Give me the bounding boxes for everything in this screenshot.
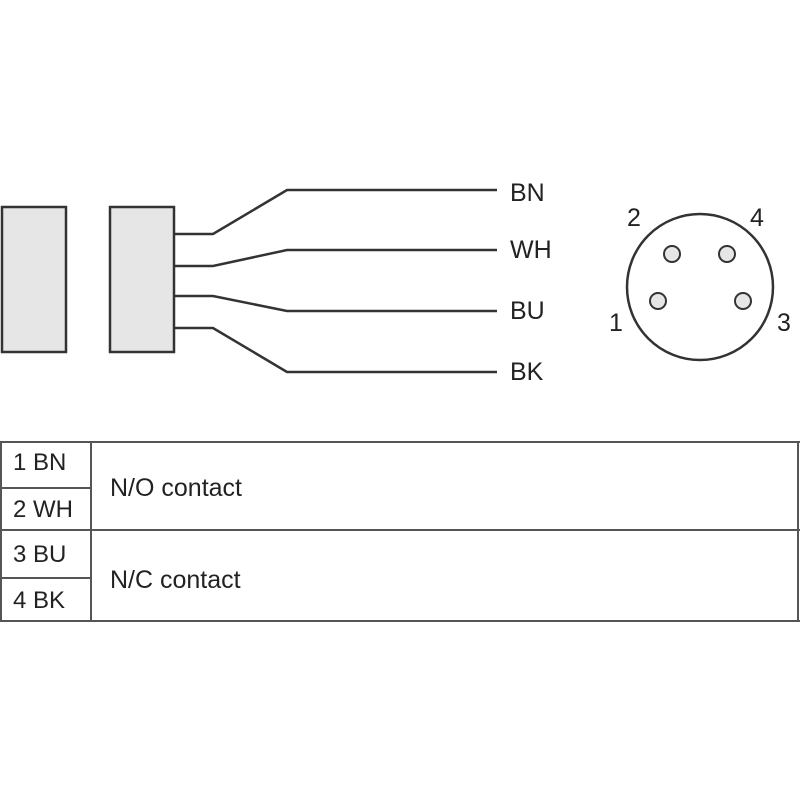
function-cell-no: N/O contact <box>110 474 242 502</box>
wire-bu <box>174 294 497 313</box>
pin-hole-3 <box>734 292 752 310</box>
pin-hole-2 <box>663 245 681 263</box>
wire-label-bn: BN <box>510 179 545 207</box>
pin-cell-2: 2 WH <box>13 496 73 523</box>
pin-number-4: 4 <box>750 204 764 232</box>
wire-label-bu: BU <box>510 297 545 325</box>
table-row: 4 BK <box>0 589 91 619</box>
wire-label-wh: WH <box>510 236 552 264</box>
pin-cell-3: 3 BU <box>13 541 67 568</box>
actuator-block <box>0 205 68 354</box>
pin-number-3: 3 <box>777 309 791 337</box>
function-cell-nc: N/C contact <box>110 566 241 594</box>
pin-number-2: 2 <box>627 204 641 232</box>
wiring-diagram: BN WH BU BK 1 2 3 4 <box>0 179 791 386</box>
wire-bn <box>174 188 497 236</box>
table-row-divider-1 <box>0 487 91 489</box>
table-border-bottom <box>0 620 800 622</box>
table-row-divider-2 <box>0 577 91 579</box>
wire-wh <box>174 248 497 268</box>
wire-label-bk: BK <box>510 358 544 386</box>
table-border-right <box>797 441 799 622</box>
pin-number-1: 1 <box>609 309 623 337</box>
pin-hole-4 <box>718 245 736 263</box>
pin-cell-1: 1 BN <box>13 449 67 476</box>
table-row: 1 BN <box>0 451 91 481</box>
table-border-top <box>0 441 800 443</box>
connector-face <box>625 212 775 362</box>
wire-bk <box>174 326 497 374</box>
sensor-block <box>108 205 176 354</box>
table-row: 2 WH <box>0 498 91 528</box>
pin-hole-1 <box>649 292 667 310</box>
pin-cell-4: 4 BK <box>13 587 66 614</box>
table-row: 3 BU <box>0 543 91 573</box>
table-border-left <box>0 441 2 622</box>
table-column-divider <box>90 441 92 622</box>
pin-assignment-table: 1 BN 2 WH N/O contact 3 BU 4 BK N/C cont… <box>0 441 800 622</box>
table-group-divider <box>0 529 800 531</box>
